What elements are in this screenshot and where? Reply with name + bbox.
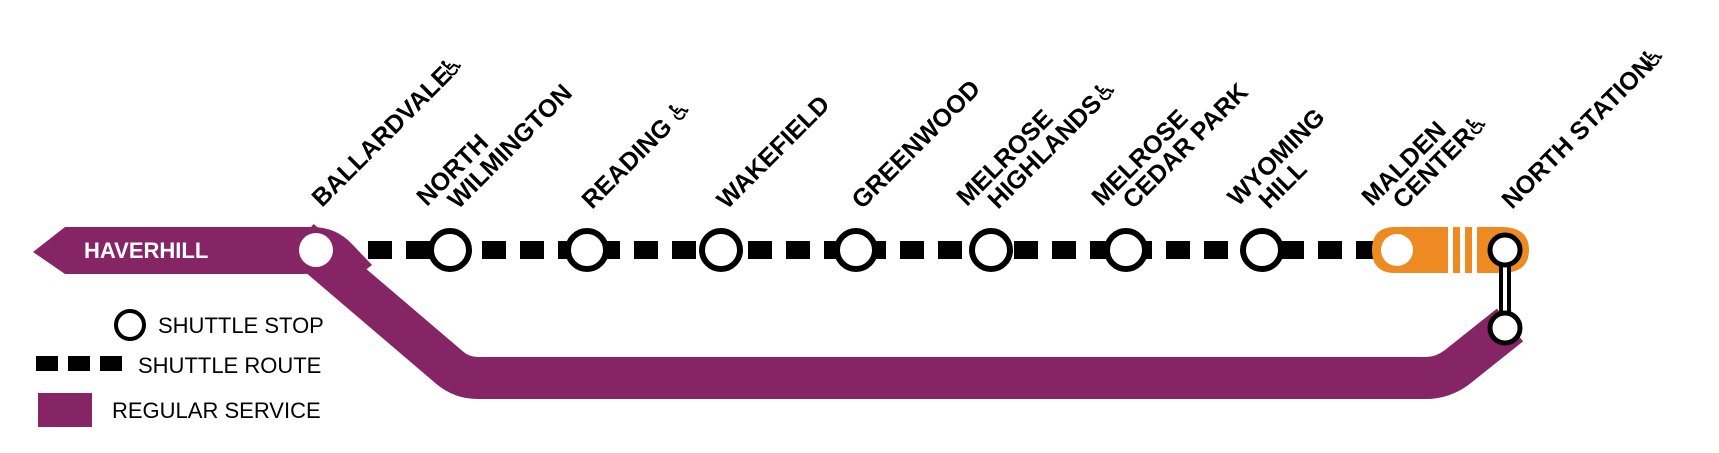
station-label-wakefield: WAKEFIELD: [711, 90, 835, 214]
legend-shuttle-route-label: SHUTTLE ROUTE: [138, 353, 321, 378]
station-label-north-station: NORTH STATION ♿: [1496, 39, 1672, 215]
shuttle-stop-greenwood: [834, 228, 878, 272]
legend-regular-service-label: REGULAR SERVICE: [112, 398, 321, 423]
terminus-label: HAVERHILL: [84, 238, 208, 263]
legend-regular-service-swatch: [38, 393, 92, 427]
station-label-reading: READING ♿: [576, 92, 698, 214]
orange-stripe-1: [1448, 227, 1453, 273]
shuttle-stop-north-wilmington: [428, 228, 472, 272]
station-name-line: WAKEFIELD: [711, 90, 835, 214]
orange-stripe-2: [1460, 227, 1465, 273]
shuttle-stop-wyoming-hill: [1240, 228, 1284, 272]
station-label-wyoming-hill: WYOMING HILL: [1222, 103, 1330, 214]
station-stop-malden-center: [1381, 234, 1413, 266]
station-stop-north-station: [1487, 310, 1523, 346]
shuttle-stop-wakefield: [699, 228, 743, 272]
station-stop-ballardvale: [299, 233, 333, 267]
orange-stripe-3: [1472, 227, 1477, 273]
shuttle-stop-melrose-cedar-park: [1104, 228, 1148, 272]
station-stop-north-station-shuttle: [1487, 232, 1523, 268]
shuttle-stop-reading: [565, 228, 609, 272]
shuttle-stop-melrose-highlands: [969, 228, 1013, 272]
legend-shuttle-stop-icon: [114, 309, 146, 341]
shuttle-stops: [428, 228, 1284, 272]
haverhill-terminus-badge: [33, 227, 372, 290]
station-labels: BALLARDVALE ♿ NORTH WILMINGTON READING ♿…: [306, 39, 1672, 215]
regular-service-line: [286, 224, 1524, 399]
station-name-line: READING: [576, 113, 677, 214]
legend: SHUTTLE STOP SHUTTLE ROUTE REGULAR SERVI…: [36, 309, 324, 427]
legend-shuttle-stop-label: SHUTTLE STOP: [158, 313, 324, 338]
station-name-line: NORTH STATION: [1496, 52, 1659, 215]
station-label-malden-center: MALDEN CENTER ♿: [1356, 107, 1495, 215]
legend-shuttle-route-swatch: [36, 356, 122, 371]
